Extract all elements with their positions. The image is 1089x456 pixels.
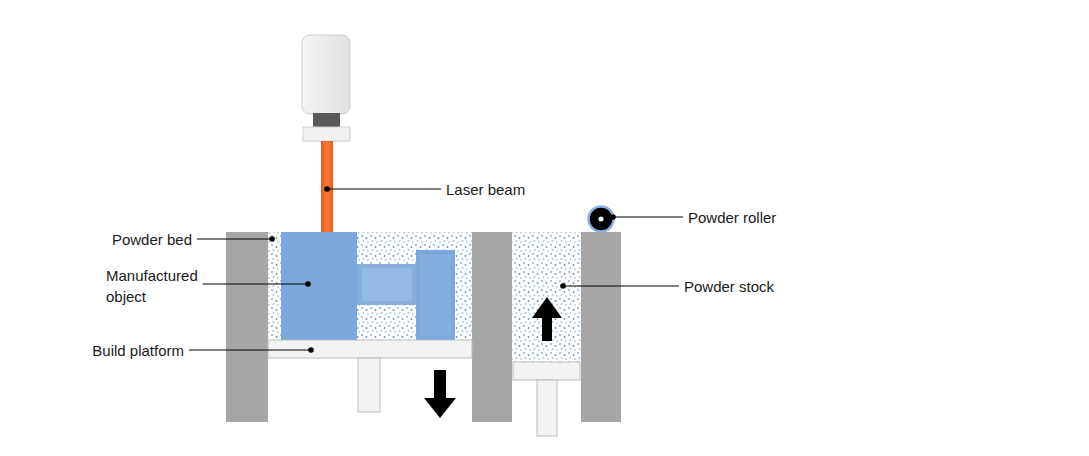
leader-dot [269,236,275,242]
manufactured-object [357,264,416,305]
part-label: Powder roller [688,207,776,228]
powder-stock [512,232,581,362]
laser-beam [321,141,333,232]
platform-piston [358,358,380,412]
manufactured-object [420,254,451,336]
part-label: Powder bed [112,229,192,250]
manufactured-object [416,250,455,340]
laser-lens [313,113,340,128]
leader-dot [560,283,566,289]
manufactured-object [281,232,357,340]
leader-dot [610,214,616,220]
laser-head [302,35,350,114]
chamber-wall [226,232,268,422]
laser-plate [303,127,350,141]
leader-dot [324,186,330,192]
part-label: Manufactured object [106,265,206,307]
leader-line [197,239,272,240]
leader-dot [305,281,311,287]
chamber-wall [581,232,621,422]
powder-roller [589,207,614,232]
chamber-wall [472,232,512,422]
leader-line [327,189,441,190]
powder-bed [268,232,472,340]
part-label: Build platform [92,340,184,361]
leader-line [203,284,308,285]
leader-dot [308,347,314,353]
stock-platform [513,362,580,380]
leader-line [613,217,683,218]
stock-piston [537,380,557,436]
roller-axle [599,217,604,222]
part-label: Laser beam [446,179,525,200]
up-arrow [532,297,562,341]
manufactured-object [362,268,412,301]
leader-line [189,350,311,351]
leader-line [563,286,679,287]
down-arrow [424,370,456,418]
build-platform [268,340,472,358]
part-label: Powder stock [684,276,774,297]
